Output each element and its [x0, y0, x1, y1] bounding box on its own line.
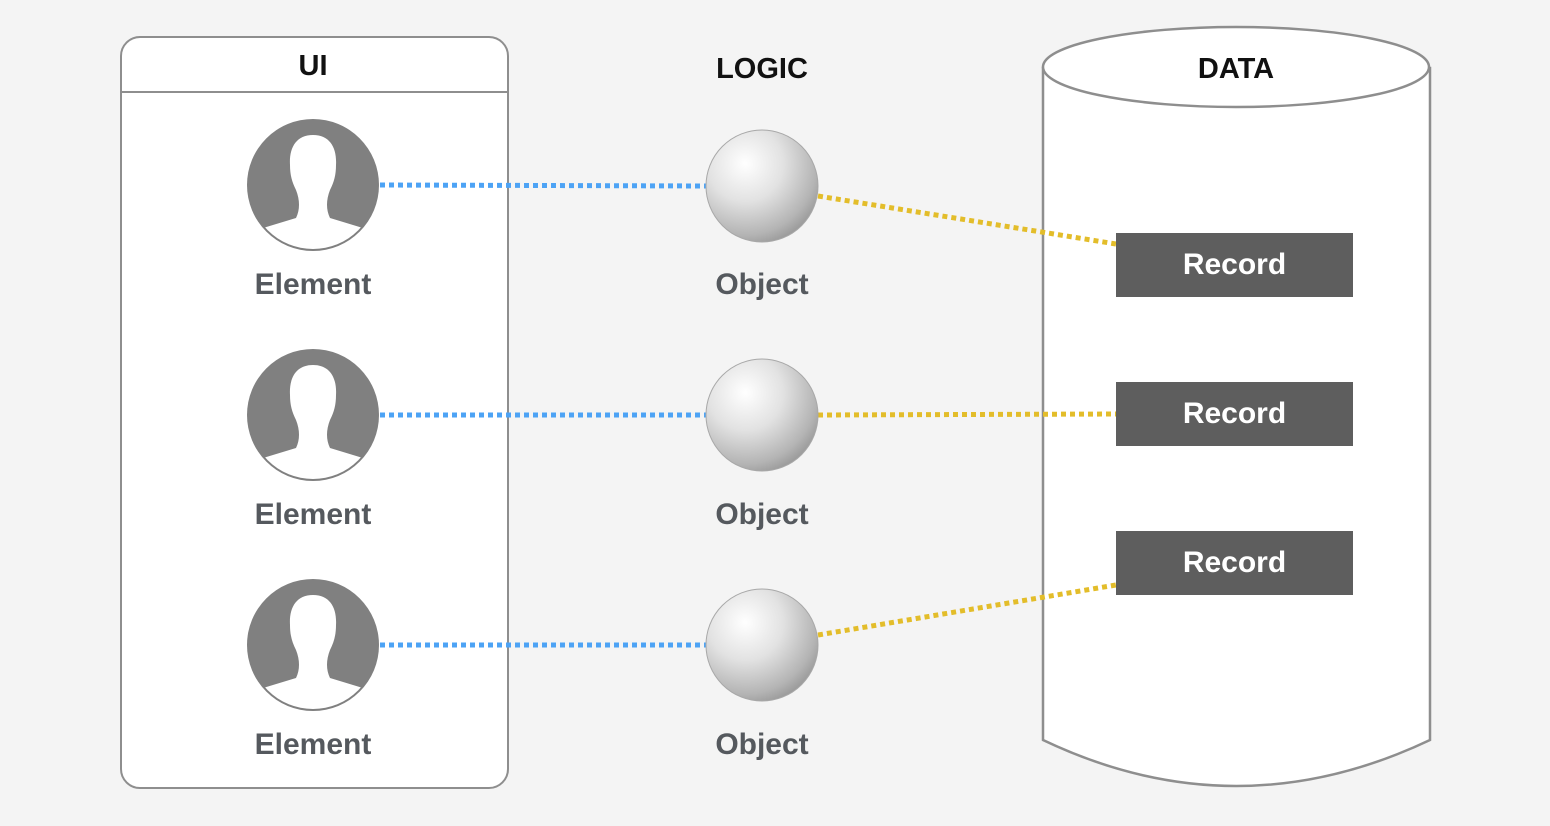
- logic-data-connector: [817, 411, 1117, 418]
- object-sphere-icon: [705, 358, 819, 472]
- element-avatar-icon: [247, 349, 379, 481]
- ui-header-divider: [122, 91, 507, 93]
- object-label: Object: [715, 728, 809, 761]
- object-label: Object: [715, 498, 809, 531]
- data-record: Record: [1116, 382, 1353, 446]
- object-sphere-icon: [705, 588, 819, 702]
- element-avatar-icon: [247, 579, 379, 711]
- data-record: Record: [1116, 531, 1353, 595]
- ui-column-title: UI: [298, 50, 328, 82]
- element-label: Element: [254, 498, 372, 531]
- ui-logic-connector: [379, 182, 707, 189]
- element-label: Element: [254, 728, 372, 761]
- element-avatar-icon: [247, 119, 379, 251]
- object-sphere-icon: [705, 129, 819, 243]
- logic-column-title: LOGIC: [716, 53, 808, 85]
- data-record: Record: [1116, 233, 1353, 297]
- object-label: Object: [715, 268, 809, 301]
- data-column-title: DATA: [1197, 53, 1275, 85]
- element-label: Element: [254, 268, 372, 301]
